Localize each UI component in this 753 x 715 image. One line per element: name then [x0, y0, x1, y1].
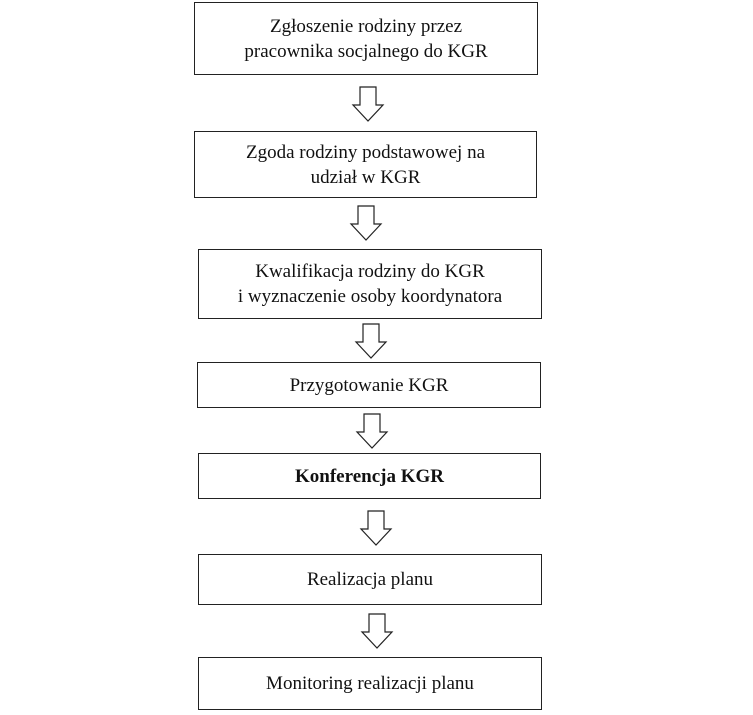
flow-step-1-label: Zgłoszenie rodziny przez pracownika socj… [244, 15, 488, 62]
flow-step-7: Monitoring realizacji planu [198, 657, 542, 710]
flow-step-5-label: Konferencja KGR [295, 465, 444, 487]
flow-step-4-label: Przygotowanie KGR [289, 374, 449, 396]
flow-step-7-label: Monitoring realizacji planu [266, 673, 474, 694]
flow-step-1: Zgłoszenie rodziny przez pracownika socj… [194, 2, 538, 75]
down-arrow-icon [354, 323, 388, 359]
flow-step-6: Realizacja planu [198, 554, 542, 605]
flow-step-2: Zgoda rodziny podstawowej na udział w KG… [194, 131, 537, 198]
flow-step-6-label: Realizacja planu [306, 569, 434, 590]
down-arrow-icon [355, 413, 389, 449]
flow-step-4: Przygotowanie KGR [197, 362, 541, 408]
down-arrow-icon [359, 510, 393, 546]
flow-step-3: Kwalifikacja rodziny do KGR i wyznaczeni… [198, 249, 542, 319]
flow-step-3-label: Kwalifikacja rodziny do KGR i wyznaczeni… [237, 261, 503, 307]
flow-step-2-label: Zgoda rodziny podstawowej na udział w KG… [245, 141, 486, 188]
down-arrow-icon [351, 86, 385, 122]
flow-step-5: Konferencja KGR [198, 453, 541, 499]
down-arrow-icon [349, 205, 383, 241]
down-arrow-icon [360, 613, 394, 649]
